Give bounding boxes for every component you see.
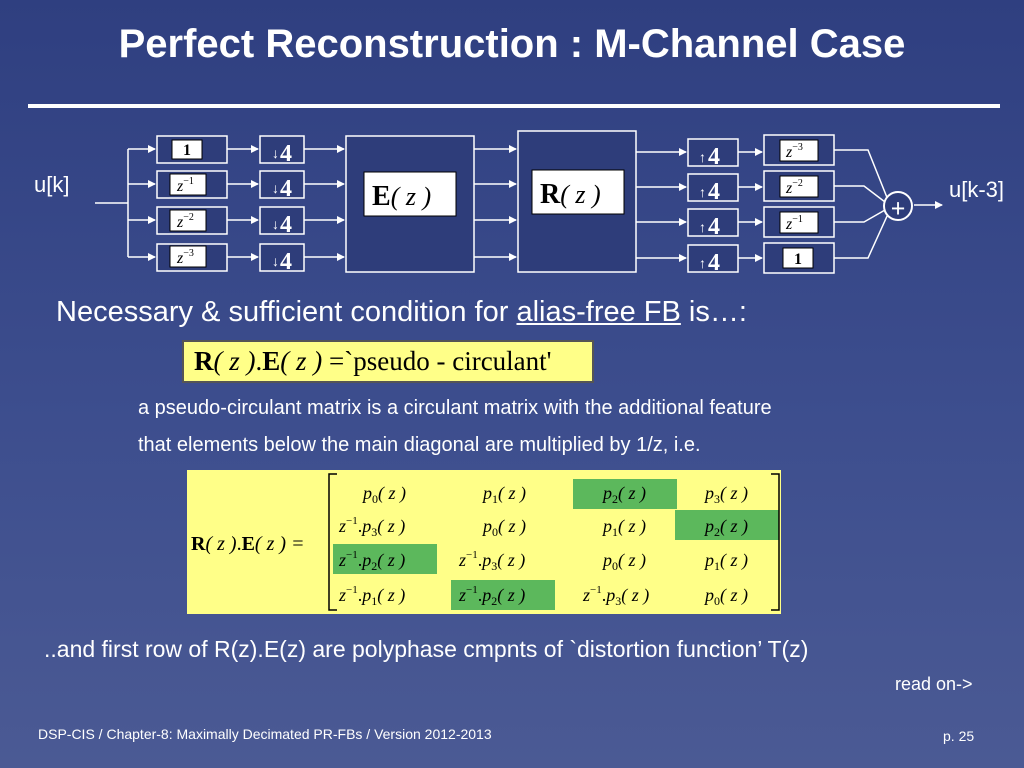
svg-text:4: 4: [280, 212, 292, 238]
decimator-4: ↓ 4: [259, 243, 345, 275]
decimators: ↓ 4 ↓ 4 ↓ 4 ↓ 4: [259, 135, 345, 275]
r-to-expander-connections: [636, 148, 687, 262]
condition-statement: Necessary & sufficient condition for ali…: [56, 296, 747, 329]
pseudo-circulant-matrix: R( z ).E( z ) = p0( z ) p1( z ) p2( z ) …: [191, 473, 780, 611]
matrix-cell-r4c2: z−1.p2( z ): [458, 584, 525, 608]
analysis-row-3: z−2: [128, 206, 259, 235]
svg-text:↓: ↓: [272, 182, 279, 197]
decimator-3: ↓ 4: [259, 206, 345, 238]
svg-text:4: 4: [280, 249, 292, 275]
svg-text:↑: ↑: [699, 257, 706, 272]
matrix-cell-r3c4: p1( z ): [703, 550, 748, 573]
input-splitter: [95, 149, 129, 257]
summer-connections: [834, 149, 943, 259]
svg-text:4: 4: [708, 144, 720, 170]
decimator-1: ↓ 4: [259, 135, 345, 167]
r-block: R( z ): [517, 130, 637, 273]
svg-text:↓: ↓: [272, 255, 279, 270]
closing-statement: ..and first row of R(z).E(z) are polypha…: [44, 636, 809, 662]
expander-2: ↑ 4: [687, 173, 763, 205]
matrix-cell-r2c1: z−1.p3( z ): [338, 515, 405, 539]
matrix-lhs: R( z ).E( z ) =: [191, 533, 305, 555]
e-to-r-connections: [474, 145, 517, 261]
analysis-row-4: z−3: [128, 243, 259, 272]
matrix-cell-r1c4: p3( z ): [703, 483, 748, 506]
matrix-cell-r1c3: p2( z ): [601, 483, 646, 506]
matrix-left-bracket: [328, 473, 337, 611]
analysis-delay-3: z−2: [176, 212, 194, 231]
svg-text:4: 4: [280, 176, 292, 202]
read-on-link[interactable]: read on->: [895, 674, 973, 694]
matrix-cell-r4c3: z−1.p3( z ): [582, 584, 649, 608]
plus-icon: +: [891, 194, 906, 223]
input-label: u[k]: [34, 172, 70, 197]
slide-title: Perfect Reconstruction : M-Channel Case: [118, 22, 906, 66]
analysis-row-2: z−1: [128, 170, 259, 199]
matrix-cell-r2c2: p0( z ): [481, 516, 526, 539]
analysis-row-1: 1: [128, 135, 259, 164]
matrix-formula-box: R( z ).E( z ) = p0( z ) p1( z ) p2( z ) …: [187, 470, 781, 614]
expander-3: ↑ 4: [687, 208, 763, 240]
matrix-cell-r4c4: p0( z ): [703, 585, 748, 608]
pseudo-circulant-note-line1: a pseudo-circulant matrix is a circulant…: [138, 397, 772, 419]
matrix-cell-r3c3: p0( z ): [601, 550, 646, 573]
decimator-2: ↓ 4: [259, 170, 345, 202]
matrix-cell-r2c4: p2( z ): [703, 516, 748, 539]
matrix-cell-r1c2: p1( z ): [481, 483, 526, 506]
footer-text: DSP-CIS / Chapter-8: Maximally Decimated…: [38, 726, 492, 742]
matrix-cell-r4c1: z−1.p1( z ): [338, 584, 405, 608]
page-number: p. 25: [943, 728, 975, 744]
condition-pre: Necessary & sufficient condition for: [56, 296, 517, 328]
analysis-delay-1: 1: [183, 142, 191, 159]
e-block-label: E( z ): [372, 181, 431, 212]
svg-text:z−3: z−3: [785, 142, 803, 161]
synthesis-delay-2: z−2: [763, 170, 835, 202]
condition-post: is…:: [680, 296, 747, 328]
analysis-delay-4: z−3: [176, 248, 194, 267]
svg-text:↓: ↓: [272, 218, 279, 233]
pseudo-circulant-note-line2: that elements below the main diagonal ar…: [138, 434, 701, 456]
output-label: u[k-3]: [949, 177, 1005, 202]
e-block: E( z ): [345, 135, 475, 273]
condition-formula: R( z ).E( z ) =`pseudo - circulant': [182, 340, 594, 383]
analysis-delay-2: z−1: [176, 176, 194, 195]
matrix-right-bracket: [771, 473, 780, 611]
synthesis-delay-3: z−1: [763, 206, 835, 238]
matrix-cell-r2c3: p1( z ): [601, 516, 646, 539]
svg-text:4: 4: [708, 214, 720, 240]
svg-text:4: 4: [280, 141, 292, 167]
matrix-cell-r3c2: z−1.p3( z ): [458, 549, 525, 573]
highlight-cell-r1c3: [573, 479, 677, 509]
expanders: ↑ 4 ↑ 4 ↑ 4 ↑ 4: [687, 138, 763, 276]
svg-text:↑: ↑: [699, 186, 706, 201]
svg-text:4: 4: [708, 250, 720, 276]
expander-1: ↑ 4: [687, 138, 763, 170]
svg-text:z−2: z−2: [785, 178, 803, 197]
matrix-cell-r1c1: p0( z ): [361, 483, 406, 506]
svg-text:1: 1: [794, 251, 802, 268]
r-block-label: R( z ): [540, 179, 601, 210]
synthesis-delay-4: 1: [763, 242, 835, 274]
alias-free-fb-term: alias-free FB: [516, 296, 681, 328]
highlight-cell-r3c1: [333, 544, 437, 574]
expander-4: ↑ 4: [687, 244, 763, 276]
svg-text:↑: ↑: [699, 221, 706, 236]
synthesis-delay-1: z−3: [763, 134, 835, 166]
matrix-cell-r3c1: z−1.p2( z ): [338, 549, 405, 573]
svg-text:4: 4: [708, 179, 720, 205]
highlight-cell-r4c2: [451, 580, 555, 610]
title-divider: [28, 104, 1000, 108]
summer-node: +: [883, 191, 913, 223]
svg-text:↑: ↑: [699, 151, 706, 166]
svg-text:z−1: z−1: [785, 214, 803, 233]
svg-text:↓: ↓: [272, 147, 279, 162]
synthesis-delays: z−3 z−2 z−1 1: [763, 134, 835, 274]
filter-bank-diagram: 1 z−1 z−2 z−3 ↓ 4 ↓ 4: [95, 130, 943, 276]
highlight-cell-r2c4: [675, 510, 779, 540]
